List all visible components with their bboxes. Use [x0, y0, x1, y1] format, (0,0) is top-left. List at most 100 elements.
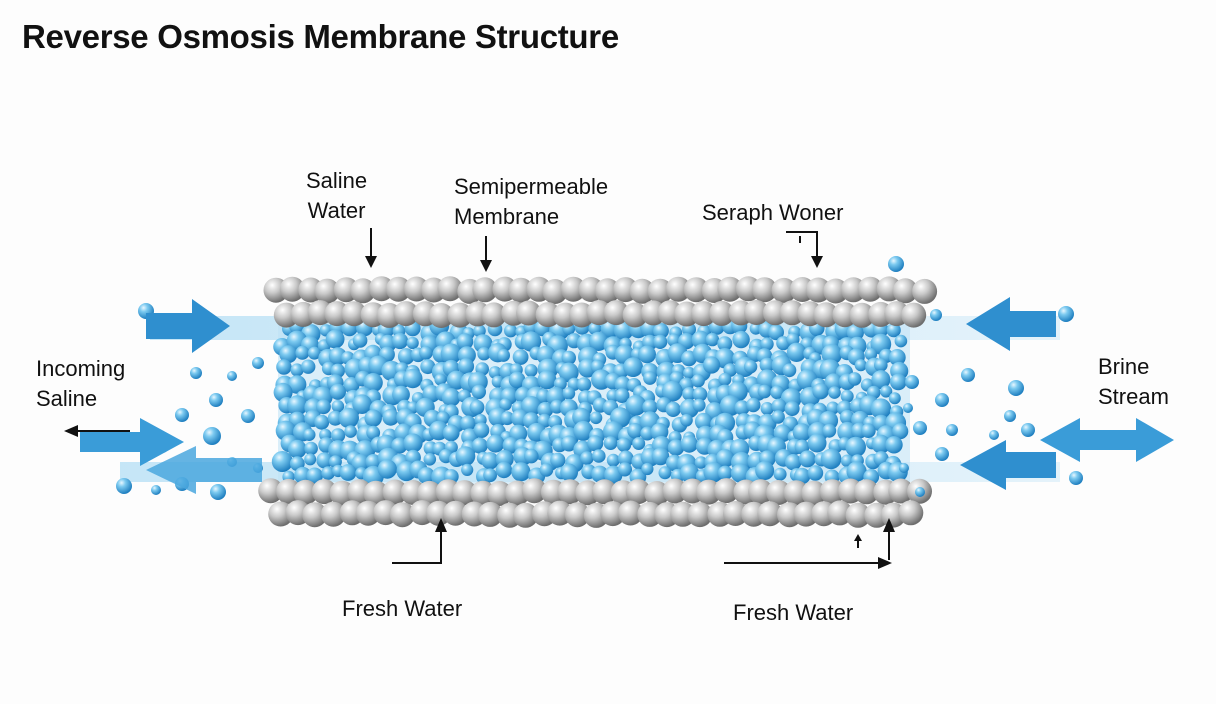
water-molecule: [524, 364, 538, 377]
outflow-arrow-upper-right: [966, 297, 1056, 351]
return-arrow-lower-left: [146, 446, 262, 494]
membrane-sphere: [827, 500, 853, 526]
water-molecule: [290, 363, 304, 377]
water-molecule: [715, 449, 735, 468]
water-molecule: [680, 414, 693, 427]
membrane-sphere: [629, 278, 655, 304]
loose-droplet: [151, 485, 161, 495]
water-molecule: [338, 407, 359, 429]
loose-droplet: [1069, 471, 1083, 485]
membrane-sphere: [382, 479, 408, 505]
water-molecule: [558, 362, 579, 383]
water-molecule: [481, 452, 499, 470]
membrane-sphere: [443, 500, 468, 526]
water-molecule: [499, 398, 512, 411]
water-molecule: [504, 324, 518, 338]
water-molecule: [365, 454, 382, 470]
label-fresh-water-right: Fresh Water: [733, 600, 854, 625]
water-molecule: [295, 345, 310, 360]
water-molecule: [760, 402, 774, 416]
water-molecule: [403, 368, 423, 389]
pointer-seraph-woner: [786, 231, 823, 268]
water-molecule: [703, 462, 724, 483]
membrane-sphere: [857, 276, 883, 302]
water-molecule: [473, 324, 486, 338]
water-molecule: [434, 373, 447, 386]
membrane-sphere: [618, 500, 643, 526]
membrane-sphere: [752, 277, 778, 303]
membrane-sphere: [819, 479, 845, 505]
water-molecule: [632, 437, 646, 450]
water-molecule: [730, 463, 751, 483]
brine-double-arrow: [1040, 418, 1174, 462]
membrane-sphere: [845, 502, 871, 528]
water-molecule: [824, 373, 843, 392]
water-molecule: [561, 435, 577, 452]
outflow-arrow-lower-right: [960, 440, 1056, 490]
water-molecule: [473, 422, 490, 439]
membrane-sphere: [687, 502, 713, 528]
water-molecule: [703, 356, 721, 374]
water-molecule: [455, 446, 476, 467]
water-molecule: [880, 385, 893, 398]
water-molecule: [812, 383, 829, 400]
water-molecule: [705, 332, 720, 347]
water-molecule: [807, 433, 827, 453]
membrane-sphere: [600, 501, 626, 527]
water-molecule: [617, 462, 633, 477]
loose-droplet: [252, 357, 264, 369]
loose-droplet: [930, 309, 942, 321]
water-molecule: [773, 467, 787, 481]
water-molecule: [377, 459, 397, 479]
membrane-top-layer: [263, 276, 938, 328]
water-molecule: [755, 461, 775, 481]
water-molecule: [419, 346, 433, 360]
water-molecule: [890, 373, 907, 391]
loose-droplet: [913, 421, 927, 435]
membrane-sphere: [622, 302, 648, 328]
membrane-sphere: [279, 276, 305, 302]
water-molecule: [625, 394, 647, 416]
water-molecule: [694, 412, 713, 431]
water-molecule: [423, 453, 437, 466]
water-molecule: [352, 394, 372, 415]
membrane-sphere: [595, 278, 620, 304]
membrane-sphere: [892, 278, 918, 304]
core-water-molecules: [271, 316, 909, 488]
water-molecule: [822, 423, 837, 438]
loose-droplet: [888, 256, 904, 272]
membrane-sphere: [779, 300, 805, 326]
membrane-sphere: [535, 302, 561, 328]
water-molecule: [364, 409, 382, 427]
water-molecule: [524, 448, 539, 464]
water-molecule: [495, 461, 513, 479]
water-molecule: [477, 347, 491, 361]
water-molecule: [352, 333, 368, 348]
water-molecule: [307, 346, 321, 360]
water-molecule: [717, 336, 733, 352]
water-molecule: [537, 401, 554, 418]
water-molecule: [550, 452, 566, 468]
loose-droplet: [905, 375, 919, 389]
water-molecule: [403, 433, 423, 453]
label-fresh-water-left: Fresh Water: [342, 596, 463, 621]
water-molecule: [821, 344, 843, 365]
loose-droplet: [203, 427, 221, 445]
membrane-sphere: [258, 478, 284, 504]
water-molecule: [871, 434, 891, 454]
loose-droplet: [989, 430, 999, 440]
water-molecule: [591, 465, 609, 483]
water-molecule: [840, 389, 854, 403]
water-molecule: [642, 399, 658, 415]
water-molecule: [854, 359, 867, 372]
water-molecule: [771, 398, 787, 414]
water-molecule: [846, 323, 865, 341]
water-molecule: [500, 411, 515, 426]
membrane-sphere: [717, 276, 743, 302]
water-molecule: [512, 349, 529, 365]
pointer-semipermeable-membrane: [480, 236, 492, 272]
membrane-sphere: [888, 478, 914, 504]
water-molecule: [828, 386, 841, 399]
loose-droplet: [935, 447, 949, 461]
loose-droplet: [210, 484, 226, 500]
